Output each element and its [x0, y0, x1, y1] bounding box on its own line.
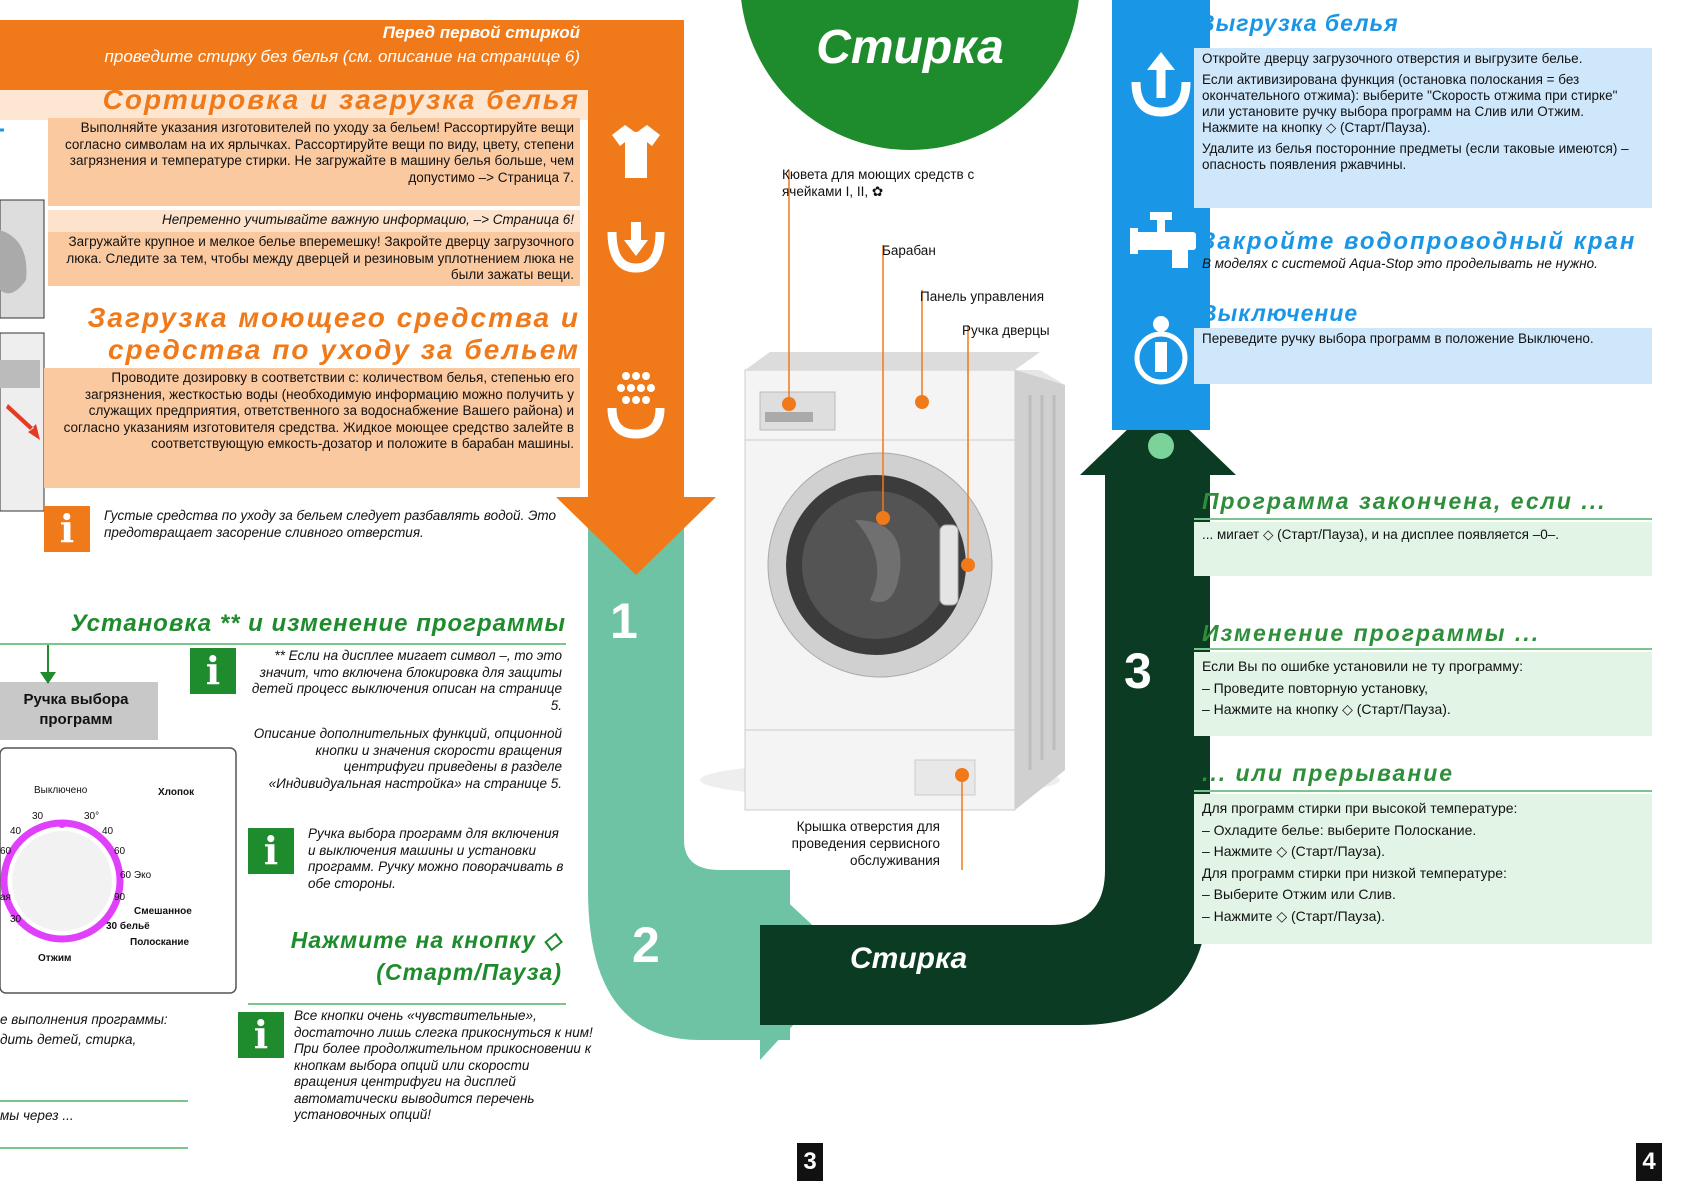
- callout-lines: [788, 170, 969, 870]
- program-info-2: Ручка выбора программ для включения и вы…: [308, 826, 564, 891]
- tap-icon: [1130, 212, 1196, 268]
- press-start-title: Нажмите на кнопку ◇ (Старт/Пауза): [290, 927, 562, 985]
- change-box: Если Вы по ошибке установили не ту прогр…: [1194, 652, 1652, 736]
- teal-band: [588, 520, 790, 1040]
- program-cut-1: е выполнения программы:: [0, 1012, 168, 1027]
- program-cut-2: дить детей, стирка,: [0, 1032, 137, 1047]
- dial-temp: 30°: [84, 811, 100, 822]
- dispenser-label: Кювета для моющих средств с ячейками I, …: [782, 167, 975, 199]
- detergent-icon: [617, 372, 655, 404]
- tap-text: В моделях с системой Aqua-Stop это проде…: [1202, 256, 1598, 271]
- step-2: 2: [632, 917, 660, 973]
- unload-p1: Откройте дверцу загрузочного отверстия и…: [1202, 51, 1583, 66]
- dial-cotton[interactable]: Хлопок: [158, 787, 195, 798]
- callout-dots: [782, 395, 975, 782]
- dial-temp: 90: [114, 892, 126, 903]
- dial-eco[interactable]: 60 Эко: [120, 870, 152, 881]
- page-title: Стирка: [816, 21, 1004, 74]
- abort-line: – Охладите белье: выберите Полоскание.: [1202, 821, 1477, 838]
- change-line: Если Вы по ошибке установили не ту прогр…: [1202, 658, 1523, 674]
- detergent-title: Загрузка моющего средства и средства по …: [87, 302, 580, 365]
- dial-temp: 30: [10, 914, 22, 925]
- dial-cut-label: ая: [0, 892, 11, 903]
- abort-line: Для программ стирки при низкой температу…: [1202, 864, 1507, 881]
- washing-machine-illustration: [700, 352, 1065, 811]
- program-title: Установка ** и изменение программы: [70, 610, 566, 637]
- knob-label: Ручка выбора программ: [23, 691, 129, 728]
- unload-box: Откройте дверцу загрузочного отверстия и…: [1194, 48, 1652, 208]
- panel-label: Панель управления: [920, 289, 1045, 304]
- first-wash-title: Перед первой стиркой: [382, 23, 580, 42]
- dial-temp: 60: [114, 846, 126, 857]
- step-1: 1: [610, 593, 638, 649]
- drum-label: Барабан: [882, 243, 936, 258]
- dial-rinse[interactable]: Полоскание: [130, 937, 190, 948]
- info-icon: i: [190, 648, 236, 694]
- tshirt-icon: [612, 125, 660, 178]
- info-icon: i: [238, 1012, 284, 1058]
- page-number-right: 4: [1636, 1143, 1662, 1181]
- knob-label-box: [0, 682, 158, 740]
- info-icon: i: [44, 506, 90, 552]
- off-text: Переведите ручку выбора программ в полож…: [1194, 328, 1652, 384]
- abort-line: Для программ стирки при высокой температ…: [1202, 800, 1518, 816]
- step-3: 3: [1124, 643, 1152, 699]
- dot: [1148, 433, 1174, 459]
- title-circle: [741, 0, 1079, 150]
- page-number-left: 3: [797, 1143, 823, 1181]
- abort-line: – Выберите Отжим или Слив.: [1202, 886, 1396, 902]
- detergent-info: Густые средства по уходу за бельем следу…: [104, 508, 557, 540]
- sort-note: Непременно учитывайте важную информацию,…: [48, 210, 580, 232]
- program-info-3: Все кнопки очень «чувствительные», доста…: [294, 1008, 593, 1122]
- dial-temp: 30: [32, 811, 44, 822]
- dial-off[interactable]: Выключено: [34, 785, 88, 796]
- dark-band: [790, 470, 1210, 1025]
- dial-temp: 60: [0, 846, 12, 857]
- abort-title: ... или прерывание: [1202, 760, 1455, 786]
- info-icon: i: [248, 828, 294, 874]
- sort-text-2: Загружайте крупное и мелкое белье вперем…: [48, 232, 580, 286]
- orange-arrow-head: [556, 497, 716, 575]
- info-circle-icon: [1134, 316, 1188, 385]
- change-line: – Нажмите на кнопку ◇ (Старт/Пауза).: [1202, 701, 1451, 717]
- change-line: – Проведите повторную установку,: [1202, 679, 1429, 696]
- unload-icon: [1131, 68, 1191, 117]
- service-cover-label: Крышка отверстия для проведения сервисно…: [791, 819, 940, 868]
- dial-temp: 40: [102, 826, 114, 837]
- tap-title: Закройте водопроводный кран: [1200, 228, 1637, 255]
- abort-box: Для программ стирки при высокой температ…: [1194, 794, 1652, 944]
- wash-label: Стирка: [850, 942, 968, 975]
- unload-p3: Удалите из белья посторонние предметы (е…: [1202, 141, 1629, 172]
- abort-line: – Нажмите ◇ (Старт/Пауза).: [1202, 907, 1386, 924]
- program-info-1b: Описание дополнительных функций, опционн…: [253, 726, 562, 791]
- orange-band: [588, 22, 684, 497]
- detergent-text: Проводите дозировку в соответствии с: ко…: [44, 368, 580, 488]
- dial-temp: 40: [10, 826, 22, 837]
- change-title: Изменение программы ...: [1202, 620, 1541, 646]
- program-info-1: ** Если на дисплее мигает символ –, то э…: [251, 648, 562, 713]
- unload-p2: Если активизирована функция (остановка п…: [1202, 72, 1618, 135]
- sort-text: Выполняйте указания изготовителей по ухо…: [48, 118, 580, 206]
- done-title: Программа закончена, если ...: [1202, 488, 1607, 514]
- dial-spin[interactable]: Отжим: [38, 953, 72, 964]
- dial-mixed[interactable]: Смешанное: [134, 906, 192, 917]
- done-text: ... мигает ◇ (Старт/Пауза), и на дисплее…: [1194, 522, 1652, 576]
- unload-title: Выгрузка белья: [1198, 10, 1399, 36]
- first-wash-text: проведите стирку без белья (см. описание…: [104, 47, 580, 66]
- sort-title: Сортировка и загрузка белья: [102, 84, 580, 115]
- abort-line: – Нажмите ◇ (Старт/Пауза).: [1202, 843, 1386, 859]
- door-handle-label: Ручка дверцы: [962, 323, 1050, 338]
- program-cut-3: мы через ...: [0, 1108, 74, 1123]
- off-title: Выключение: [1200, 300, 1359, 326]
- dial-fine[interactable]: 30 бельё: [106, 921, 150, 932]
